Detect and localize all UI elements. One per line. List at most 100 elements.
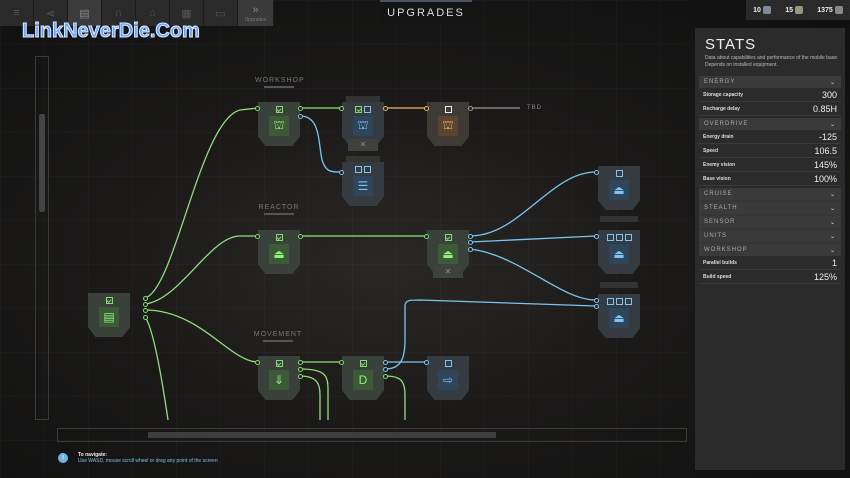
stats-panel: STATS Data about capabilities and perfor…: [695, 28, 845, 470]
category-units[interactable]: UNITS⌄: [699, 230, 841, 242]
stats-title: STATS: [705, 36, 757, 53]
scrap-resource-icon: [834, 6, 843, 14]
crate-icon: ▭: [215, 7, 226, 20]
upgrade-node-workshop-3[interactable]: ⛫: [427, 102, 469, 146]
upgrade-node-movement-3[interactable]: ⇨: [427, 356, 469, 400]
section-label-reactor: REACTOR: [255, 204, 303, 215]
stats-description: Data about capabilities and performance …: [705, 55, 839, 68]
tab-crate[interactable]: ▭: [204, 0, 238, 26]
vertical-scrollbar[interactable]: [35, 56, 49, 420]
reactor-icon: ⏏: [609, 308, 629, 328]
tab-list[interactable]: ≡: [0, 0, 34, 26]
upgrade-node-base[interactable]: ▤: [88, 293, 130, 337]
navigation-hint: i To navigate: Use WASD, mouse scroll wh…: [58, 452, 218, 464]
chevron-down-icon: ⌄: [829, 219, 836, 226]
tab-upgrades-label: Upgrades: [244, 16, 267, 23]
resource-gear-value: 10: [753, 6, 761, 14]
chevron-down-icon: ⌄: [829, 79, 836, 86]
upgrade-node-reactor-c[interactable]: ⏏: [598, 294, 640, 338]
category-cruise[interactable]: CRUISE⌄: [699, 188, 841, 200]
stat-row: Energy drain-125: [699, 130, 841, 144]
hint-title: To navigate:: [78, 452, 108, 458]
remove-button[interactable]: ✕: [433, 266, 463, 278]
reactor-icon: ⏏: [609, 244, 629, 264]
upgrade-node-reactor-b[interactable]: ⏏: [598, 230, 640, 274]
upgrade-node-workshop-2[interactable]: ⛫: [342, 102, 384, 146]
section-label-workshop: WORKSHOP: [255, 77, 304, 88]
reactor-icon: ⏏: [609, 180, 629, 200]
category-energy[interactable]: ENERGY⌄: [699, 76, 841, 88]
chevron-down-icon: ⌄: [829, 233, 836, 240]
category-workshop[interactable]: WORKSHOP⌄: [699, 244, 841, 256]
upgrade-node-workshop-1[interactable]: ⛫: [258, 102, 300, 146]
chevron-down-icon: ⌄: [829, 121, 836, 128]
resource-scrap-value: 1375: [817, 6, 833, 14]
gate-icon: ∩: [114, 7, 123, 19]
section-label-movement: MOVEMENT: [252, 331, 304, 342]
tree-canvas[interactable]: [0, 0, 690, 478]
arrow-down-icon: ⇓: [269, 370, 289, 390]
tab-gate[interactable]: ∩: [102, 0, 136, 26]
home-icon: ⌂: [149, 7, 156, 19]
upgrade-node-movement-2[interactable]: D: [342, 356, 384, 400]
tbd-label: TBD: [527, 105, 542, 111]
upgrade-node-reactor-1[interactable]: ⏏: [258, 230, 300, 274]
workshop-icon: ⛫: [353, 116, 373, 136]
top-tab-bar: ≡ ⋖ ▤ ∩ ⌂ ▦ ▭ » Upgrades: [0, 0, 274, 26]
engine-icon: ⇨: [438, 370, 458, 390]
chevron-down-icon: ⌄: [829, 191, 836, 198]
resource-chip: 15: [785, 6, 803, 14]
category-overdrive[interactable]: OVERDRIVE⌄: [699, 118, 841, 130]
resource-chip-value: 15: [785, 6, 793, 14]
resource-bar: 10 15 1375: [746, 0, 850, 20]
reactor-icon: ⏏: [438, 244, 458, 264]
tab-grid[interactable]: ▦: [170, 0, 204, 26]
info-icon: i: [58, 453, 68, 463]
vehicle-icon: ▤: [79, 7, 90, 20]
upgrade-node-workshop-storage[interactable]: ☰: [342, 162, 384, 206]
resource-gear: 10: [753, 6, 771, 14]
node-cap: [346, 96, 380, 102]
watermark: LinkNeverDie.Com: [22, 20, 201, 43]
checkbox-icon: [105, 297, 113, 304]
reactor-icon: ⏏: [269, 244, 289, 264]
hint-text: Use WASD, mouse scroll wheel or drag any…: [78, 458, 218, 464]
resource-scrap: 1375: [817, 6, 843, 14]
gear-resource-icon: [762, 6, 771, 14]
tab-upgrades[interactable]: » Upgrades: [238, 0, 274, 26]
chevron-down-icon: ⌄: [829, 247, 836, 254]
upgrades-icon: »: [252, 3, 259, 16]
node-cap: [600, 216, 638, 222]
remove-button[interactable]: ✕: [348, 139, 378, 151]
category-stealth[interactable]: STEALTH⌄: [699, 202, 841, 214]
storage-icon: ☰: [353, 176, 373, 196]
tab-vehicle[interactable]: ▤: [68, 0, 102, 26]
list-icon: ≡: [13, 7, 20, 19]
grid-icon: ▦: [181, 7, 192, 20]
upgrade-node-movement-1[interactable]: ⇓: [258, 356, 300, 400]
workshop-icon: ⛫: [269, 116, 289, 136]
horizontal-scrollbar[interactable]: [57, 428, 687, 442]
connection-wires: [144, 107, 597, 421]
tab-share[interactable]: ⋖: [34, 0, 68, 26]
page-title: UPGRADES: [387, 7, 465, 19]
vertical-scroll-thumb[interactable]: [39, 114, 45, 212]
chevron-down-icon: ⌄: [829, 205, 836, 212]
category-sensor[interactable]: SENSOR⌄: [699, 216, 841, 228]
horizontal-scroll-thumb[interactable]: [148, 432, 496, 438]
node-cap: [346, 156, 380, 162]
upgrade-node-reactor-a[interactable]: ⏏: [598, 166, 640, 210]
page-title-box: UPGRADES: [380, 0, 472, 24]
share-icon: ⋖: [45, 7, 56, 20]
chip-resource-icon: [794, 6, 803, 14]
node-cap: [600, 282, 638, 288]
workshop-icon: ⛫: [438, 116, 458, 136]
tab-home[interactable]: ⌂: [136, 0, 170, 26]
